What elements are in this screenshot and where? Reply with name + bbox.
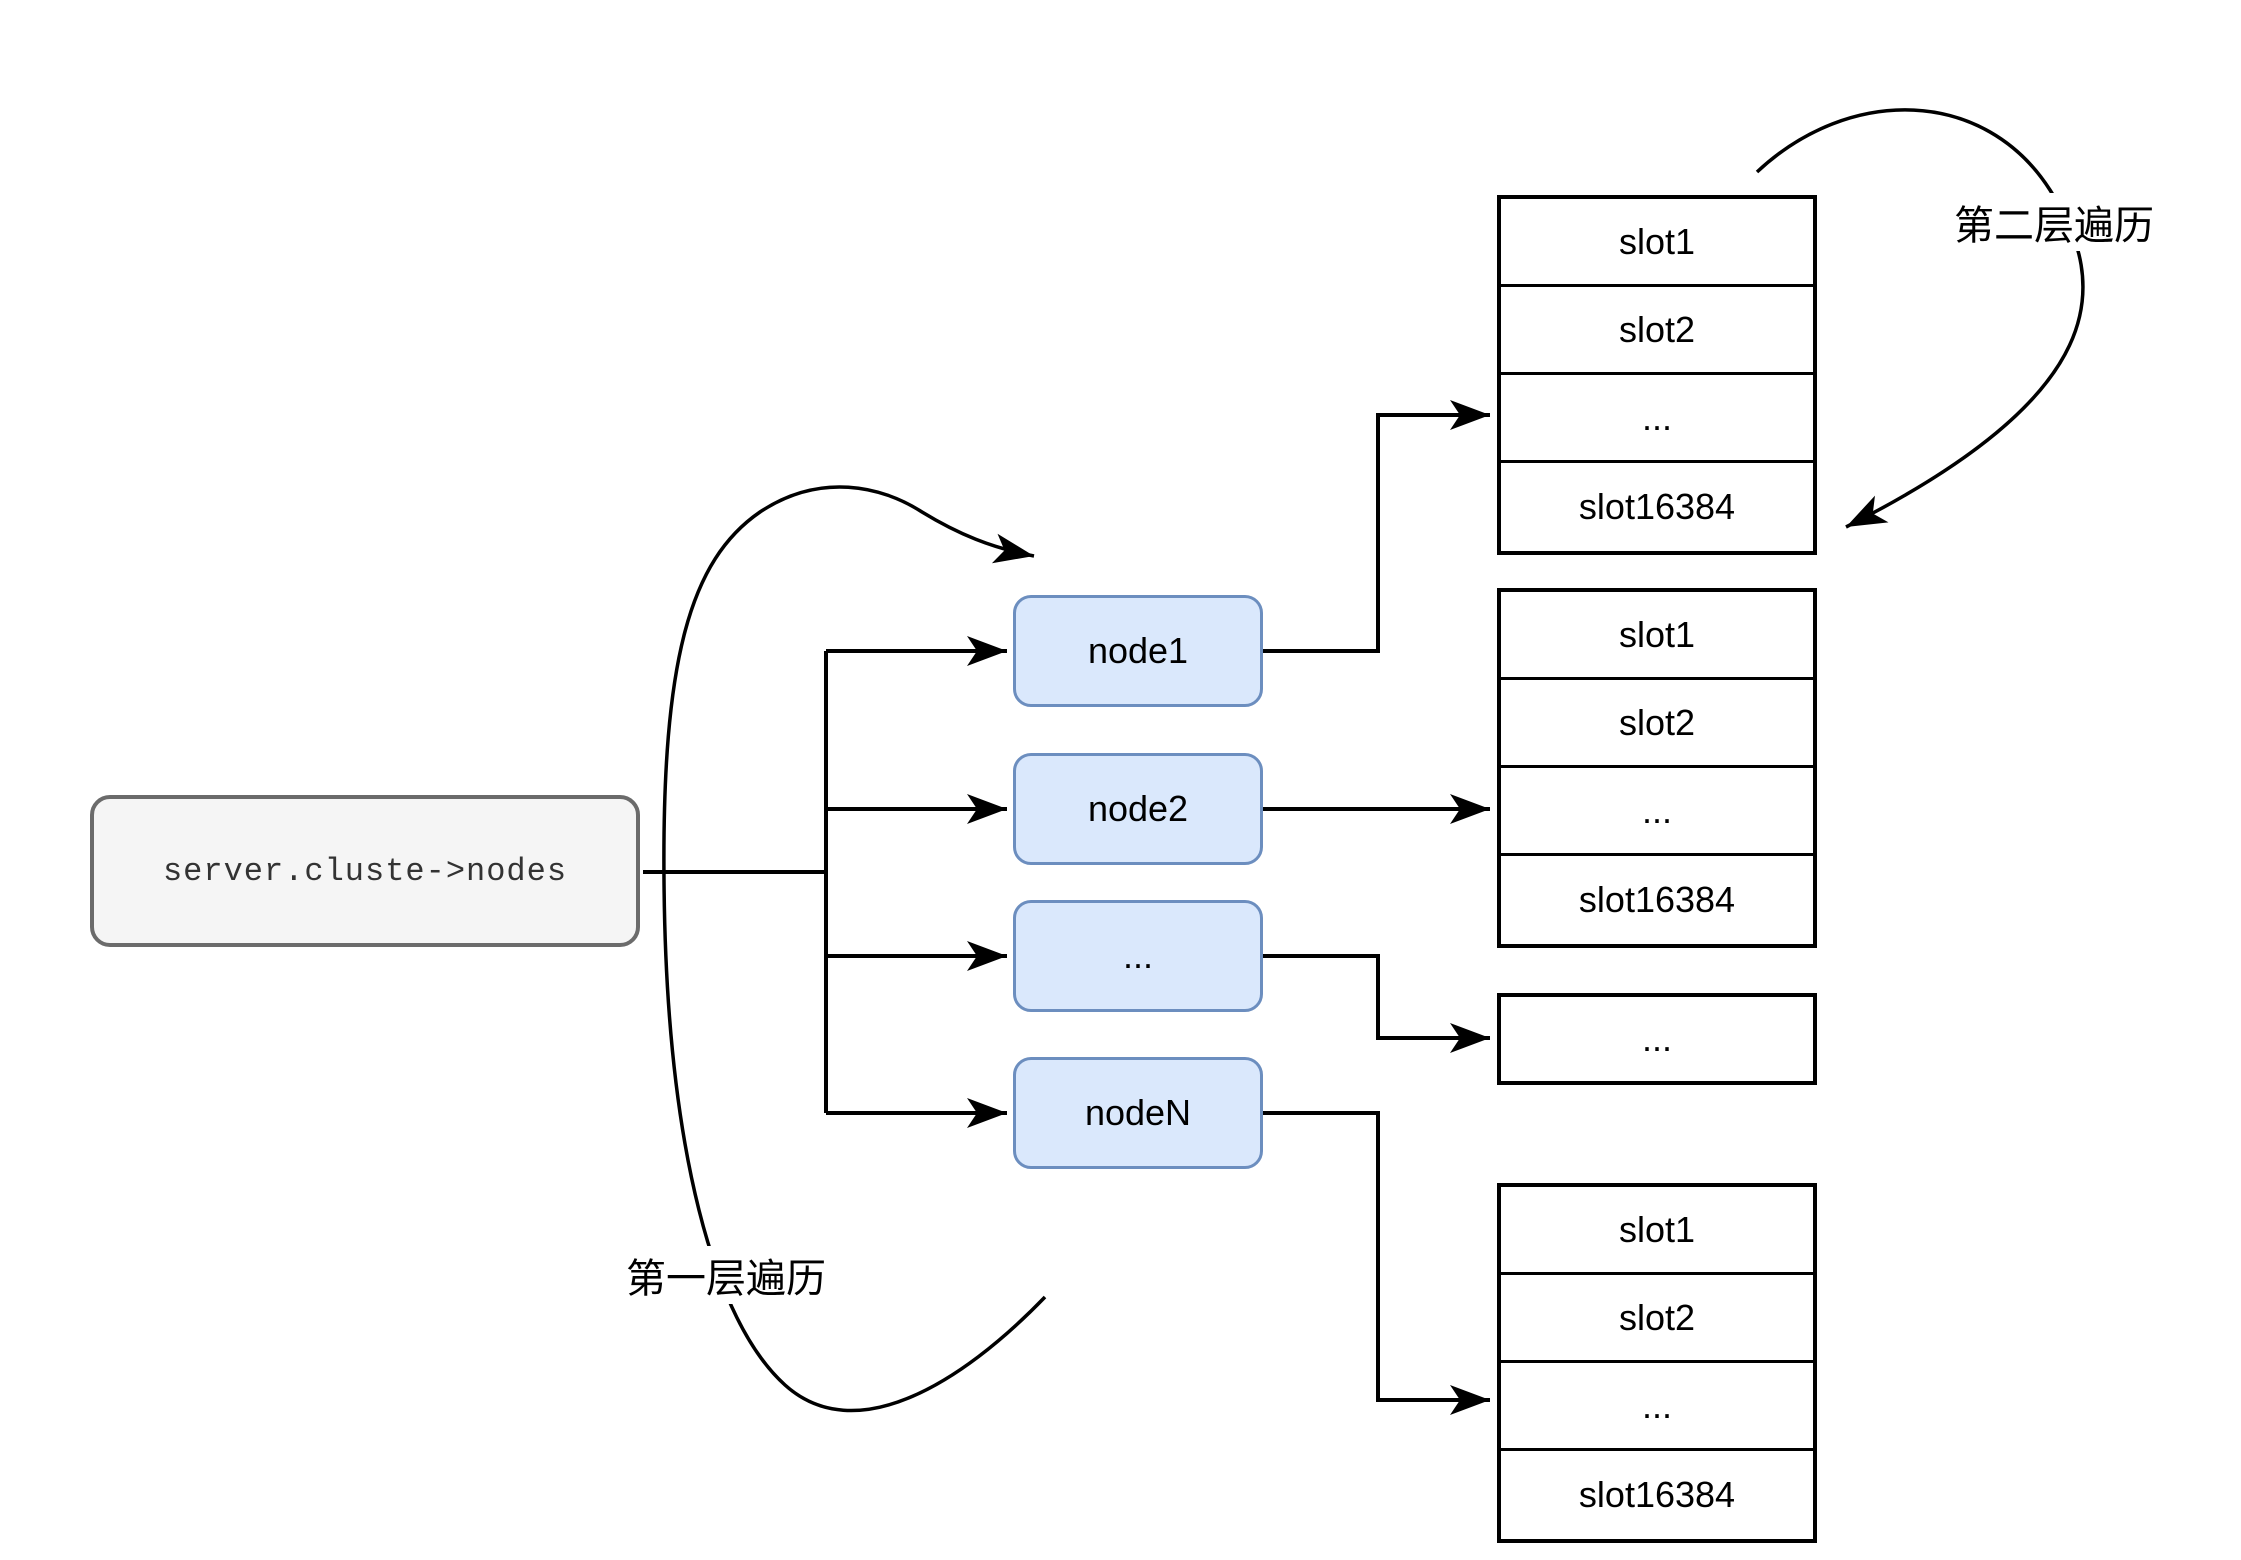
first-layer-traversal-label: 第一层遍历 [622, 1246, 830, 1304]
slot-table-node1: slot1 slot2 ... slot16384 [1497, 195, 1817, 555]
node1-to-table1-arrow [1263, 400, 1490, 653]
slot-table-nodeN: slot1 slot2 ... slot16384 [1497, 1183, 1817, 1543]
node-box-node1: node1 [1013, 595, 1263, 707]
slot-row: slot16384 [1578, 879, 1736, 920]
slot-row: slot2 [1501, 1275, 1813, 1363]
slot-row: ... [1641, 1018, 1672, 1059]
slot-table-ellipsis: ... [1497, 993, 1817, 1085]
server-cluster-nodes-box: server.cluste->nodes [90, 795, 640, 947]
slot-row: slot1 [1501, 592, 1813, 680]
slot-row: slot1 [1501, 199, 1813, 287]
first-layer-traversal-curve [662, 485, 1047, 1413]
node-box-nodeN: nodeN [1013, 1057, 1263, 1169]
slot-row: slot2 [1501, 680, 1813, 768]
slot-row: slot16384 [1578, 1474, 1736, 1515]
node-dots-to-table3-arrow [1263, 954, 1490, 1053]
slot-row: ... [1501, 1363, 1813, 1451]
slot-row: slot1 [1501, 1187, 1813, 1275]
slot-row: slot16384 [1578, 486, 1736, 527]
node-box-ellipsis: ... [1013, 900, 1263, 1012]
slot-table-node2: slot1 slot2 ... slot16384 [1497, 588, 1817, 948]
second-layer-traversal-label: 第二层遍历 [1950, 193, 2158, 251]
slot-row: slot2 [1501, 287, 1813, 375]
nodeN-to-table4-arrow [1263, 1111, 1490, 1415]
node-box-node2: node2 [1013, 753, 1263, 865]
slot-row: ... [1501, 375, 1813, 463]
slot-row: ... [1501, 768, 1813, 856]
